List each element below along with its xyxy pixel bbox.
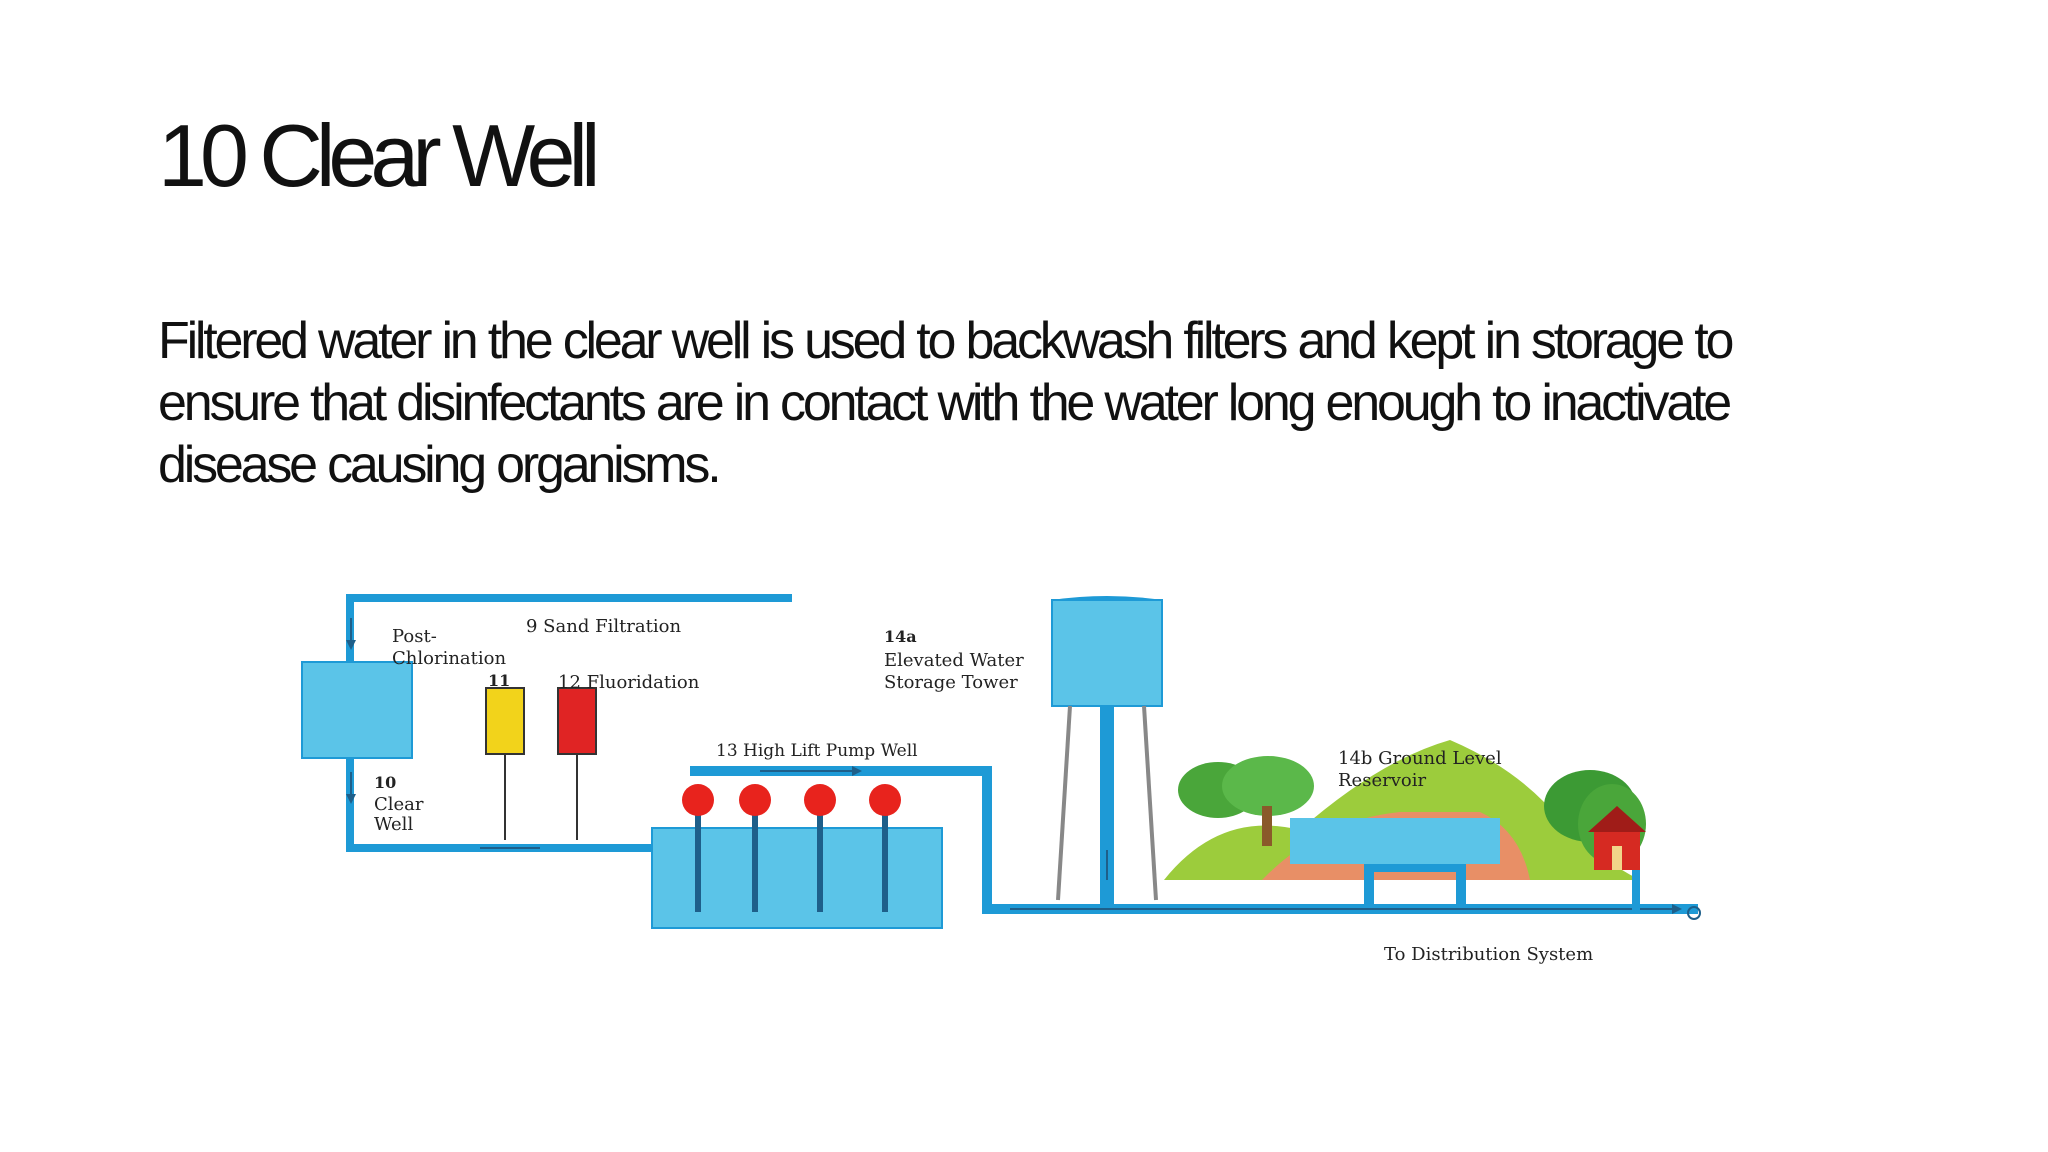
- slide-title: 10 Clear Well: [158, 106, 601, 205]
- slide-body: Filtered water in the clear well is used…: [158, 312, 1734, 494]
- label-clear-well-1: Clear: [374, 794, 424, 815]
- label-tower-num: 14a: [884, 627, 917, 646]
- label-sand-filtration: 9 Sand Filtration: [526, 616, 681, 637]
- chemical-container-11: [485, 687, 525, 755]
- chemical-container-12: [557, 687, 597, 755]
- label-tower-2: Storage Tower: [884, 672, 1018, 693]
- label-reservoir-1: 14b Ground Level: [1338, 748, 1502, 769]
- top-pipe: [346, 594, 792, 602]
- pump-4: [869, 784, 901, 816]
- label-high-lift: 13 High Lift Pump Well: [716, 741, 918, 761]
- label-11: 11: [488, 671, 510, 690]
- riser-pipe: [982, 766, 992, 912]
- label-fluoridation: 12 Fluoridation: [558, 672, 700, 693]
- post-chlorination-tank: [301, 661, 413, 759]
- label-distribution: To Distribution System: [1384, 944, 1593, 965]
- label-post-chlorination-2: Chlorination: [392, 648, 506, 669]
- ground-reservoir: [1262, 812, 1530, 908]
- pump-2: [739, 784, 771, 816]
- label-clear-well-num: 10: [374, 773, 396, 792]
- house: [1578, 784, 1646, 910]
- pumps: [682, 784, 901, 912]
- clear-well-pipe-vertical: [346, 758, 354, 852]
- pump-3: [804, 784, 836, 816]
- pump-1: [682, 784, 714, 816]
- label-reservoir-2: Reservoir: [1338, 770, 1426, 791]
- elevated-tower: [1051, 596, 1163, 906]
- label-post-chlorination-1: Post-: [392, 626, 437, 647]
- label-tower-1: Elevated Water: [884, 650, 1024, 671]
- label-clear-well-2: Well: [374, 814, 413, 835]
